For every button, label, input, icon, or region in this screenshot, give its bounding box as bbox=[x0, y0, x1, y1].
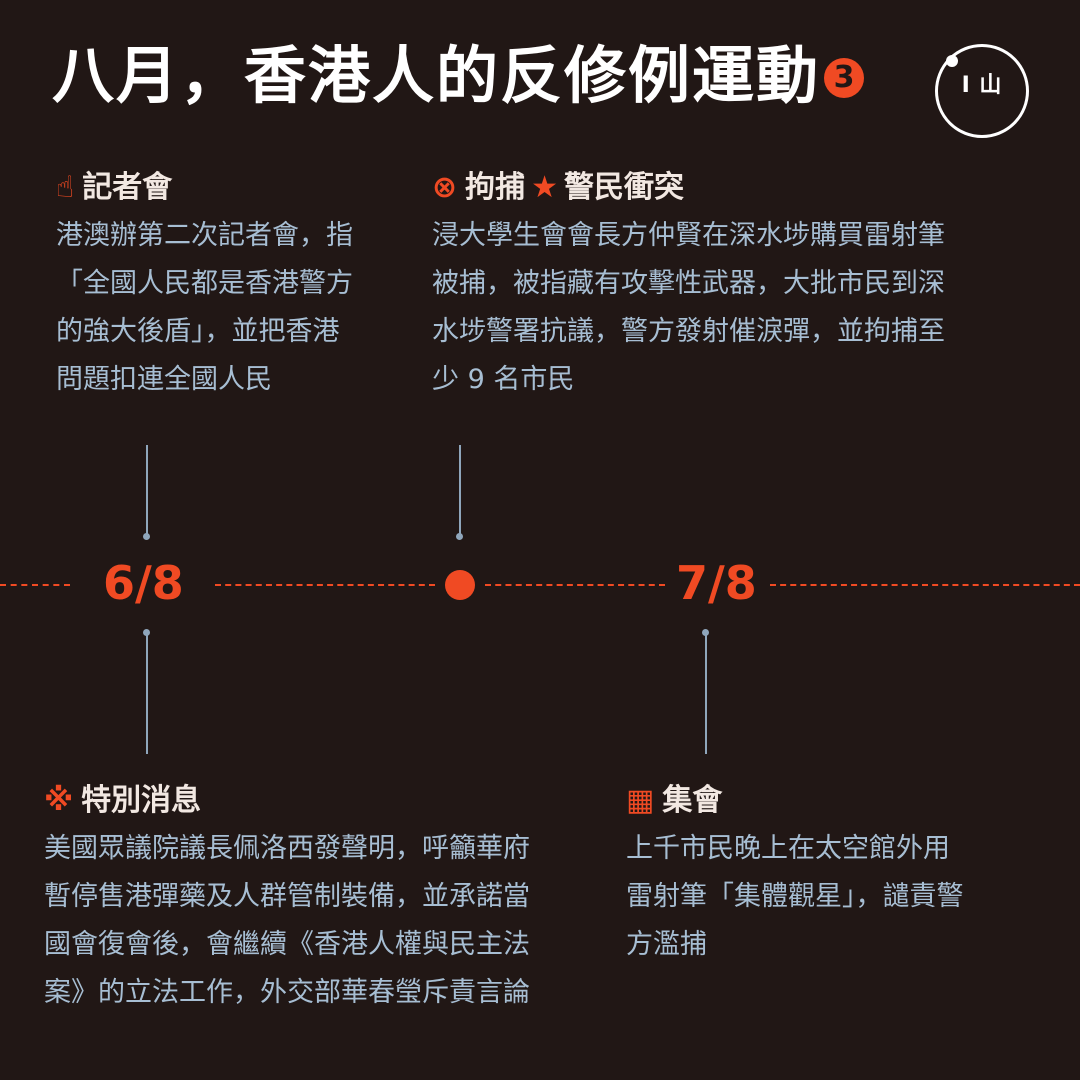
event-description: 美國眾議院議長佩洛西發聲明，呼籲華府 暫停售港彈藥及人群管制裝備，並承諾當 國會… bbox=[44, 825, 530, 1017]
connector-pin bbox=[143, 629, 150, 636]
event-title: 特別消息 bbox=[81, 783, 202, 818]
timeline-dash bbox=[770, 584, 1080, 586]
description-line: 暫停售港彈藥及人群管制裝備，並承諾當 bbox=[44, 881, 530, 912]
connector-line bbox=[705, 634, 707, 754]
connector-line bbox=[146, 445, 148, 535]
hand-pointing-icon: ☝ bbox=[56, 170, 75, 205]
description-line: 被捕，被指藏有攻擊性武器，大批市民到深 bbox=[432, 268, 945, 299]
event-arrest-clash: ⊗拘捕★警民衝突 浸大學生會會長方仲賢在深水埗購買雷射筆 被捕，被指藏有攻擊性武… bbox=[432, 170, 945, 404]
event-heading: ▦集會 bbox=[626, 783, 964, 819]
description-line: 國會復會後，會繼續《香港人權與民主法 bbox=[44, 929, 530, 960]
description-line: 問題扣連全國人民 bbox=[56, 364, 272, 395]
event-rally: ▦集會 上千市民晚上在太空館外用 雷射筆「集體觀星」，譴責警 方濫捕 bbox=[626, 783, 964, 969]
description-line: 方濫捕 bbox=[626, 929, 707, 960]
connector-line bbox=[146, 634, 148, 754]
star-icon: ★ bbox=[531, 170, 559, 205]
event-title-secondary: 警民衝突 bbox=[564, 170, 685, 205]
connector-line bbox=[459, 445, 461, 535]
description-line: 美國眾議院議長佩洛西發聲明，呼籲華府 bbox=[44, 833, 530, 864]
description-line: 的強大後盾」，並把香港 bbox=[56, 316, 340, 347]
reference-mark-icon: ※ bbox=[44, 783, 74, 818]
date-label: 6/8 bbox=[103, 556, 184, 610]
grid-icon: ▦ bbox=[626, 783, 655, 818]
timeline-marker bbox=[445, 570, 475, 600]
event-title: 集會 bbox=[662, 783, 723, 818]
description-line: 港澳辦第二次記者會，指 bbox=[56, 220, 353, 251]
description-line: 少 9 名市民 bbox=[432, 364, 575, 395]
event-heading: ⊗拘捕★警民衝突 bbox=[432, 170, 945, 206]
event-description: 浸大學生會會長方仲賢在深水埗購買雷射筆 被捕，被指藏有攻擊性武器，大批市民到深 … bbox=[432, 212, 945, 404]
circled-x-icon: ⊗ bbox=[432, 170, 458, 205]
part-number-badge: 3 bbox=[824, 58, 865, 98]
description-line: 水埗警署抗議，警方發射催淚彈，並拘捕至 bbox=[432, 316, 945, 347]
description-line: 上千市民晚上在太空館外用 bbox=[626, 833, 950, 864]
timeline-dash bbox=[215, 584, 435, 586]
event-title: 記者會 bbox=[82, 170, 173, 205]
description-line: 雷射筆「集體觀星」，譴責警 bbox=[626, 881, 964, 912]
logo: I 山 bbox=[935, 44, 1029, 138]
event-description: 上千市民晚上在太空館外用 雷射筆「集體觀星」，譴責警 方濫捕 bbox=[626, 825, 964, 969]
logo-mark: I 山 bbox=[961, 73, 1003, 98]
event-description: 港澳辦第二次記者會，指 「全國人民都是香港警方 的強大後盾」，並把香港 問題扣連… bbox=[56, 212, 353, 404]
date-label: 7/8 bbox=[676, 556, 757, 610]
event-special-news: ※特別消息 美國眾議院議長佩洛西發聲明，呼籲華府 暫停售港彈藥及人群管制裝備，並… bbox=[44, 783, 530, 1017]
event-heading: ☝記者會 bbox=[56, 170, 353, 206]
timeline-dash bbox=[0, 584, 70, 586]
event-press-conference: ☝記者會 港澳辦第二次記者會，指 「全國人民都是香港警方 的強大後盾」，並把香港… bbox=[56, 170, 353, 404]
connector-pin bbox=[143, 533, 150, 540]
title-text: 八月，香港人的反修例運動 bbox=[52, 39, 821, 112]
description-line: 浸大學生會會長方仲賢在深水埗購買雷射筆 bbox=[432, 220, 945, 251]
logo-dot bbox=[946, 55, 958, 67]
description-line: 案》的立法工作，外交部華春瑩斥責言論 bbox=[44, 977, 530, 1008]
event-title: 拘捕 bbox=[465, 170, 526, 205]
connector-pin bbox=[456, 533, 463, 540]
connector-pin bbox=[702, 629, 709, 636]
description-line: 「全國人民都是香港警方 bbox=[56, 268, 353, 299]
timeline-dash bbox=[485, 584, 665, 586]
event-heading: ※特別消息 bbox=[44, 783, 530, 819]
